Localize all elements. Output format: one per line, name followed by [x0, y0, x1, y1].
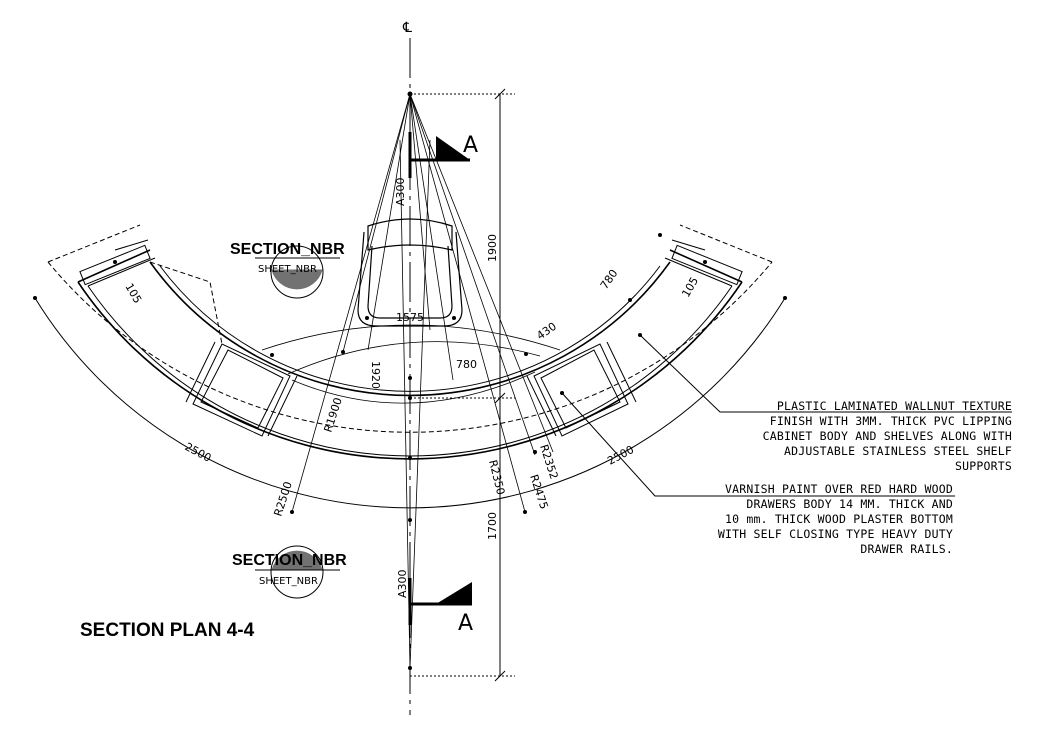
note-varnish-3: 10 mm. THICK WOOD PLASTER BOTTOM — [725, 512, 953, 526]
dim-1575: 1575 — [396, 311, 424, 324]
dim-430: 430 — [534, 320, 559, 343]
note-laminate-4: ADJUSTABLE STAINLESS STEEL SHELF — [784, 444, 1012, 458]
dimension-ticks — [33, 91, 787, 670]
note-laminate-2: FINISH WITH 3MM. THICK PVC LIPPING — [770, 414, 1012, 428]
dim-105-right: 105 — [679, 275, 701, 300]
dim-780-mid: 780 — [456, 358, 477, 371]
dim-1900: 1900 — [486, 234, 499, 262]
drawer-partitions — [149, 261, 637, 437]
dim-1920: 1920 — [369, 361, 382, 389]
note-varnish-1: VARNISH PAINT OVER RED HARD WOOD — [725, 482, 953, 496]
callout-bubble-2 — [255, 545, 340, 599]
dim-2500-left: 2500 — [183, 440, 214, 465]
chair-plan — [357, 218, 463, 327]
callout-2-sheet: SHEET_NBR — [259, 576, 318, 587]
construction-lines — [261, 93, 561, 669]
note-varnish-4: WITH SELF CLOSING TYPE HEAVY DUTY — [718, 527, 953, 541]
dim-a300-top: A300 — [394, 177, 407, 206]
note-varnish-2: DRAWERS BODY 14 MM. THICK AND — [746, 497, 953, 511]
dim-780-right: 780 — [598, 267, 621, 292]
callout-2-section: SECTION_NBR — [232, 552, 347, 569]
dim-r1900: R1900 — [321, 396, 344, 434]
dim-r2475: R2475 — [527, 473, 550, 511]
dim-r2350: R2350 — [486, 459, 507, 497]
note-laminate-1: PLASTIC LAMINATED WALLNUT TEXTURE — [777, 399, 1012, 413]
callout-1-sheet: SHEET_NBR — [258, 264, 317, 275]
section-letter-bottom: A — [458, 611, 473, 636]
vertical-dimension — [410, 88, 515, 682]
callout-1-section: SECTION_NBR — [230, 241, 345, 258]
drawing-title: SECTION PLAN 4-4 — [80, 620, 255, 641]
callout-bubble-1 — [255, 245, 340, 299]
section-marker-top — [408, 132, 470, 178]
note-leaders — [561, 334, 1012, 497]
dim-a300-bottom: A300 — [396, 569, 409, 598]
note-laminate-3: CABINET BODY AND SHELVES ALONG WITH — [763, 429, 1012, 443]
dim-1700: 1700 — [486, 512, 499, 540]
note-varnish-5: DRAWER RAILS. — [860, 542, 953, 556]
section-marker-bottom — [408, 578, 472, 625]
centerline-symbol: ℄ — [402, 20, 412, 36]
dim-105-left: 105 — [122, 281, 144, 306]
note-laminate-5: SUPPORTS — [955, 459, 1012, 473]
section-letter-top: A — [463, 133, 478, 158]
